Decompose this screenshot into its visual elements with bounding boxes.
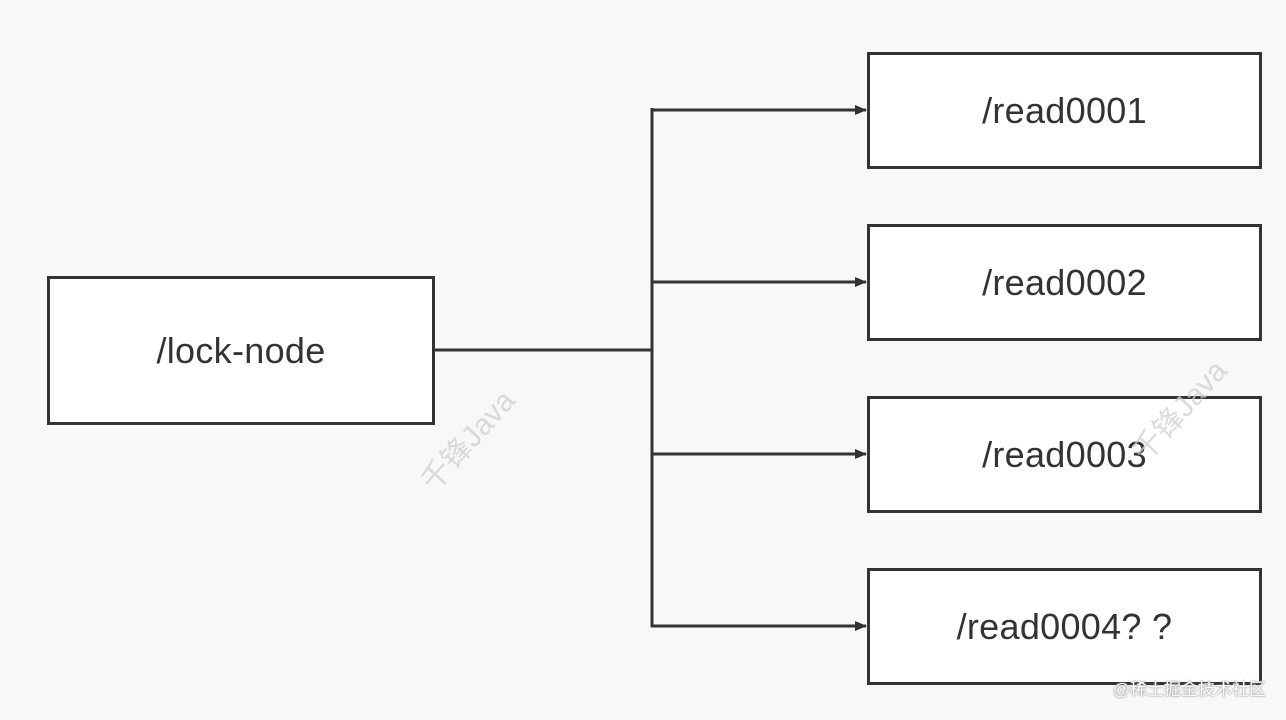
- child-node-label: /read0001: [982, 89, 1147, 131]
- child-node-read0004: /read0004? ?: [867, 568, 1262, 685]
- child-node-read0001: /read0001: [867, 52, 1262, 169]
- child-node-label: /read0004? ?: [956, 605, 1173, 647]
- root-node-lock-node: /lock-node: [47, 276, 435, 425]
- child-node-label: /read0002: [982, 261, 1147, 303]
- source-credit: @稀土掘金技术社区: [1112, 680, 1266, 699]
- child-node-read0002: /read0002: [867, 224, 1262, 341]
- child-node-label: /read0003: [982, 433, 1147, 475]
- root-node-label: /lock-node: [156, 329, 326, 371]
- child-node-read0003: /read0003: [867, 396, 1262, 513]
